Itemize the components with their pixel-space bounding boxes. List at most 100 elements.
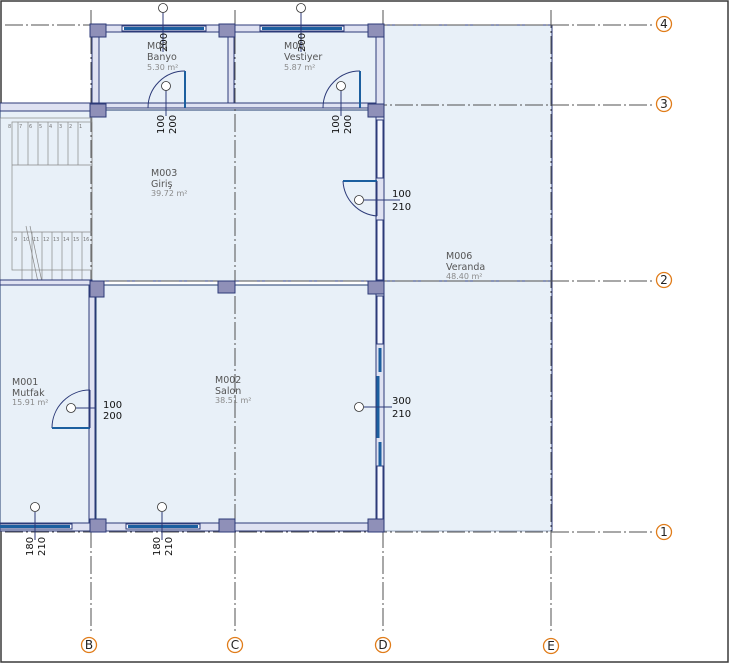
room-fill-veranda [383, 24, 553, 532]
window-d-upper [376, 119, 384, 179]
opening-width-label: 100 [156, 115, 167, 134]
grid-bubble-1 [655, 523, 673, 541]
wall-stair-top [0, 102, 93, 112]
stair-number: 5 [39, 124, 42, 130]
opening-height-label: 210 [392, 202, 411, 213]
wall-bath-left [91, 24, 100, 112]
stair-number: 6 [29, 124, 32, 130]
opening-tags [30, 3, 400, 540]
grid-bubble-2 [655, 271, 673, 289]
column [218, 518, 236, 533]
opening-height-label: 200 [159, 33, 170, 52]
window-d-low [376, 295, 384, 345]
room-code: M003 [151, 168, 177, 179]
opening-tag-icon [30, 502, 40, 512]
column [367, 103, 385, 118]
stair-number: 11 [33, 237, 39, 243]
room-label-giris: M003 Giriş 39.72 m² [151, 168, 187, 198]
grid-label: 4 [660, 17, 668, 31]
window-d-mid [376, 219, 384, 281]
grid-label: E [547, 639, 555, 653]
room-name: Salon [215, 386, 241, 397]
opening-tag-icon [354, 195, 364, 205]
stair-number: 1 [79, 124, 82, 130]
column [367, 280, 385, 295]
grid-label: 3 [660, 97, 668, 111]
column [89, 103, 107, 118]
opening-height-label: 200 [297, 33, 308, 52]
room-area: 15.91 m² [12, 398, 48, 407]
stair-number: 13 [53, 237, 59, 243]
opening-width-label: 100 [392, 189, 411, 200]
opening-width-label: 100 [103, 400, 122, 411]
grid-label: D [378, 638, 387, 652]
wall-row3 [91, 102, 385, 109]
stair-number: 8 [8, 124, 11, 130]
stair-number: 7 [19, 124, 22, 130]
room-labels: M00 Banyo 5.30 m² M00 Vestiyer 5.87 m² M… [12, 41, 485, 407]
stair-treads-upper [17, 122, 79, 165]
room-code: M00 [284, 41, 304, 52]
room-label-salon: M002 Salon 38.51 m² [215, 375, 251, 405]
room-fills [0, 24, 553, 532]
column [89, 23, 107, 38]
grid-label: 1 [660, 525, 668, 539]
stair-number: 12 [43, 237, 49, 243]
opening-width-label: 180 [25, 537, 36, 556]
grid-label: B [85, 638, 93, 652]
column [89, 518, 107, 533]
opening-tag-icon [66, 403, 76, 413]
opening-tag-icon [158, 3, 168, 13]
grid-label: C [231, 638, 239, 652]
column [367, 23, 385, 38]
stair-number: 15 [73, 237, 79, 243]
room-code: M006 [446, 251, 472, 262]
room-label-mutfak: M001 Mutfak 15.91 m² [12, 377, 48, 407]
door-giris [342, 180, 378, 217]
column [218, 23, 236, 38]
room-fill-giris [0, 109, 377, 282]
room-name: Mutfak [12, 388, 45, 399]
wall-stair-bottom [0, 279, 93, 286]
opening-width-label: 180 [152, 537, 163, 556]
stair-number: 3 [59, 124, 62, 130]
stair-number: 10 [23, 237, 29, 243]
opening-height-label: 210 [37, 537, 48, 556]
opening-tag-icon [161, 81, 171, 91]
stair-treads-lower [21, 232, 83, 280]
opening-labels: 200 200 100 200 100 200 100 210 100 200 … [25, 33, 411, 556]
columns [89, 23, 385, 533]
opening-width-label: 100 [331, 115, 342, 134]
room-label-veranda: M006 Veranda 48.40 m² [446, 251, 485, 281]
column [89, 280, 105, 298]
room-name: Giriş [151, 179, 173, 190]
windows [0, 25, 384, 530]
door-mutfak [51, 389, 91, 429]
stair-number: 4 [49, 124, 52, 130]
room-code: M00 [147, 41, 167, 52]
room-area: 39.72 m² [151, 189, 187, 198]
stair-number: 16 [83, 237, 89, 243]
grid-bubbles: B C D E 4 3 2 1 [80, 15, 673, 655]
room-area: 38.51 m² [215, 396, 251, 405]
opening-height-label: 200 [103, 411, 122, 422]
room-fill-salon [95, 284, 377, 524]
room-name: Vestiyer [284, 52, 322, 63]
opening-tag-icon [296, 3, 306, 13]
room-fill-vestiyer [232, 27, 377, 107]
grid-bubble-b [80, 636, 98, 654]
column [217, 280, 236, 294]
stair-number: 14 [63, 237, 69, 243]
grid-bubble-c [226, 636, 244, 654]
opening-tag-icon [336, 81, 346, 91]
grid-label: 2 [660, 273, 668, 287]
column [367, 518, 385, 533]
grid-bubble-e [542, 637, 560, 655]
room-name: Veranda [446, 262, 485, 273]
opening-tag-icon [157, 502, 167, 512]
room-label-banyo: M00 Banyo 5.30 m² [147, 41, 178, 72]
opening-height-label: 200 [168, 115, 179, 134]
grid-bubble-4 [655, 15, 673, 33]
opening-tag-icon [354, 402, 364, 412]
